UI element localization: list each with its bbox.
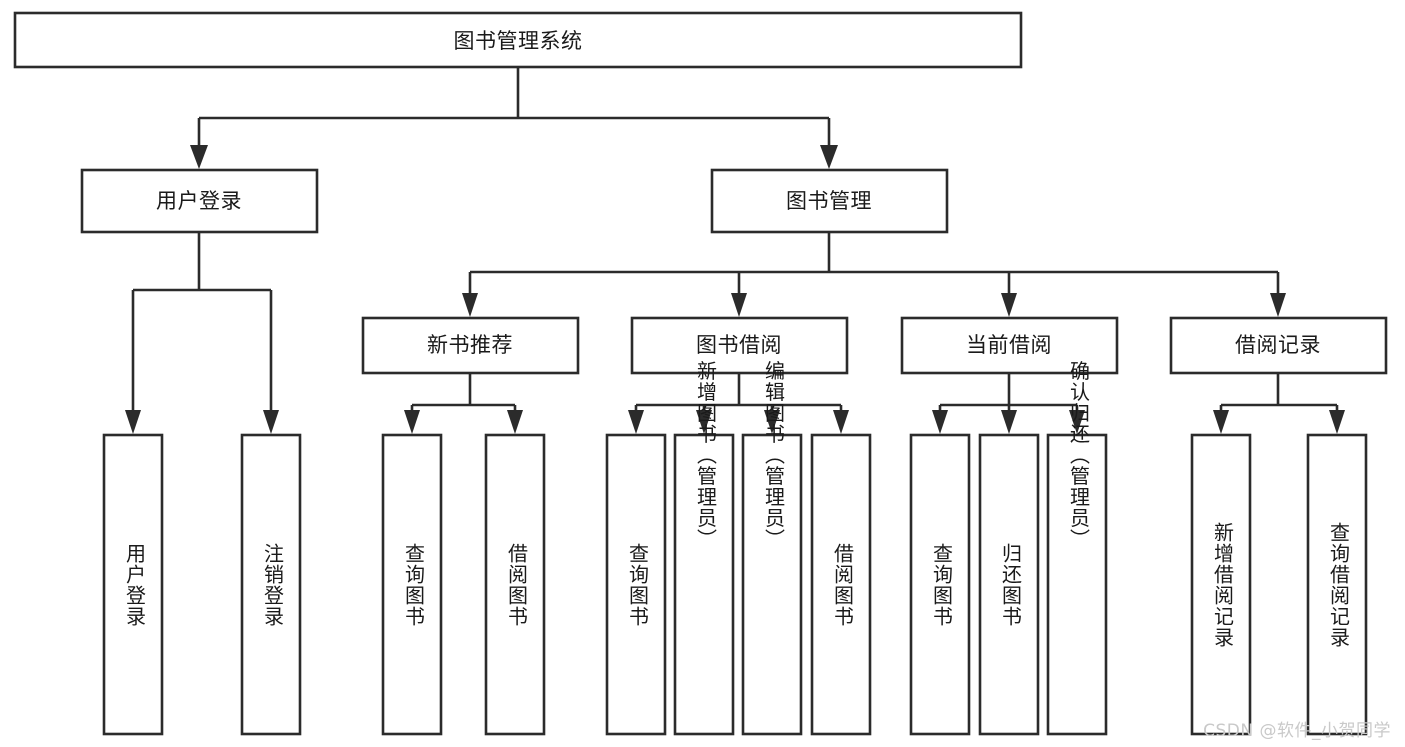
leaf-bb-add-book-label: 新增图书（管理员）	[694, 360, 718, 549]
leaf-cb-query-book[interactable]: 查询图书	[909, 433, 971, 736]
arrow-head-borrow-record	[1270, 293, 1286, 317]
node-borrow-record[interactable]: 借阅记录	[1169, 316, 1388, 375]
arrow-head-new-book	[462, 293, 478, 317]
arrow-head-cb-leaf-1	[932, 410, 948, 434]
leaf-nb-borrow-book-label: 借阅图书	[505, 543, 529, 627]
leaf-br-add-record-label: 新增借阅记录	[1211, 522, 1235, 648]
arrow-head-nb-leaf-1	[404, 410, 420, 434]
arrow-head-leaf-logout	[263, 410, 279, 434]
leaf-nb-query-book-label: 查询图书	[402, 543, 426, 627]
leaf-user-login-label: 用户登录	[123, 543, 147, 627]
leaf-br-add-record-box[interactable]	[1190, 433, 1252, 736]
node-new-book-recommend[interactable]: 新书推荐	[361, 316, 580, 375]
node-book-manage-label: 图书管理	[786, 189, 872, 213]
arrow-head-cb-leaf-3	[1069, 410, 1085, 434]
leaf-bb-add-book-box[interactable]	[673, 433, 735, 736]
leaf-cb-query-book-label: 查询图书	[930, 543, 954, 627]
leaf-user-login[interactable]: 用户登录	[102, 433, 164, 736]
leaf-bb-borrow-book[interactable]: 借阅图书	[810, 433, 872, 736]
node-book-borrow-label: 图书借阅	[696, 333, 782, 357]
leaf-bb-borrow-book-label: 借阅图书	[831, 543, 855, 627]
node-book-borrow[interactable]: 图书借阅	[630, 316, 849, 375]
arrow-head-bb-leaf-4	[833, 410, 849, 434]
arrow-head-br-leaf-2	[1329, 410, 1345, 434]
leaf-cb-confirm-return-box[interactable]	[1046, 433, 1108, 736]
leaf-nb-borrow-book-box[interactable]	[484, 433, 546, 736]
arrow-head-book-borrow	[731, 293, 747, 317]
leaf-br-query-record-label: 查询借阅记录	[1327, 522, 1351, 648]
connector-layer	[125, 67, 1345, 434]
node-user-login-label: 用户登录	[156, 189, 242, 213]
node-user-login-box[interactable]	[80, 168, 319, 234]
leaf-nb-query-book-box[interactable]	[381, 433, 443, 736]
leaf-bb-edit-book-box[interactable]	[741, 433, 803, 736]
node-current-borrow-box[interactable]	[900, 316, 1119, 375]
leaf-user-login-box[interactable]	[102, 433, 164, 736]
leaf-cb-return-book-box[interactable]	[978, 433, 1040, 736]
arrow-head-bb-leaf-2	[696, 410, 712, 434]
leaf-nb-borrow-book[interactable]: 借阅图书	[484, 433, 546, 736]
arrow-head-current-borrow	[1001, 293, 1017, 317]
arrow-head-cb-leaf-2	[1001, 410, 1017, 434]
node-book-manage-box[interactable]	[710, 168, 949, 234]
node-new-book-recommend-box[interactable]	[361, 316, 580, 375]
arrow-head-bb-leaf-1	[628, 410, 644, 434]
node-root-label: 图书管理系统	[454, 29, 583, 53]
leaf-bb-query-book[interactable]: 查询图书	[605, 433, 667, 736]
node-user-login[interactable]: 用户登录	[80, 168, 319, 234]
arrow-head-user-login	[190, 145, 208, 169]
node-root-box[interactable]	[13, 11, 1023, 69]
leaf-br-query-record-box[interactable]	[1306, 433, 1368, 736]
arrow-head-bb-leaf-3	[764, 410, 780, 434]
leaf-logout[interactable]: 注销登录	[240, 433, 302, 736]
leaf-br-query-record[interactable]: 查询借阅记录	[1306, 433, 1368, 736]
leaf-bb-edit-book[interactable]: 编辑图书（管理员）	[741, 360, 803, 736]
leaf-nb-query-book[interactable]: 查询图书	[381, 433, 443, 736]
leaf-bb-edit-book-label: 编辑图书（管理员）	[762, 360, 786, 549]
leaf-cb-confirm-return-label: 确认归还（管理员）	[1067, 360, 1091, 549]
node-new-book-recommend-label: 新书推荐	[427, 333, 513, 357]
arrow-head-br-leaf-1	[1213, 410, 1229, 434]
leaf-bb-query-book-box[interactable]	[605, 433, 667, 736]
leaf-logout-box[interactable]	[240, 433, 302, 736]
leaf-cb-return-book-label: 归还图书	[999, 543, 1023, 627]
node-borrow-record-box[interactable]	[1169, 316, 1388, 375]
node-book-manage[interactable]: 图书管理	[710, 168, 949, 234]
leaf-bb-add-book[interactable]: 新增图书（管理员）	[673, 360, 735, 736]
leaf-cb-query-book-box[interactable]	[909, 433, 971, 736]
arrow-head-leaf-user-login	[125, 410, 141, 434]
arrow-head-nb-leaf-2	[507, 410, 523, 434]
leaf-cb-confirm-return[interactable]: 确认归还（管理员）	[1046, 360, 1108, 736]
arrow-head-book-manage	[820, 145, 838, 169]
leaf-bb-query-book-label: 查询图书	[626, 543, 650, 627]
node-root[interactable]: 图书管理系统	[13, 11, 1023, 69]
leaf-cb-return-book[interactable]: 归还图书	[978, 433, 1040, 736]
node-borrow-record-label: 借阅记录	[1235, 333, 1321, 357]
node-current-borrow[interactable]: 当前借阅	[900, 316, 1119, 375]
node-book-borrow-box[interactable]	[630, 316, 849, 375]
leaf-br-add-record[interactable]: 新增借阅记录	[1190, 433, 1252, 736]
leaf-bb-borrow-book-box[interactable]	[810, 433, 872, 736]
leaf-logout-label: 注销登录	[261, 543, 285, 627]
node-current-borrow-label: 当前借阅	[966, 333, 1052, 357]
